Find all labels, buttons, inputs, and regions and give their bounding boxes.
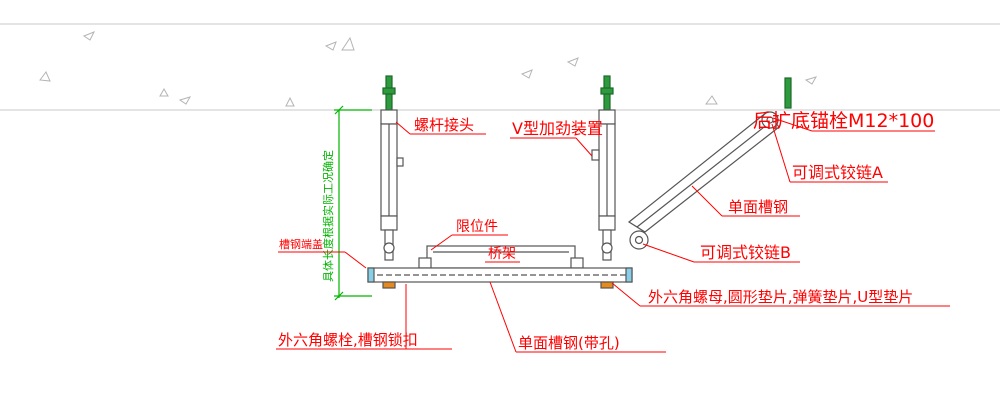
leader-lines xyxy=(276,117,950,353)
hinge-a-label: 可调式铰链A xyxy=(792,163,883,182)
end-cap-label: 槽钢端盖 xyxy=(279,237,323,251)
rod-joint-label: 螺杆接头 xyxy=(414,116,474,134)
middle-hanger xyxy=(591,75,616,261)
bolt-lock-label: 外六角螺栓,槽钢锁扣 xyxy=(278,331,418,349)
channel-holes-label: 单面槽钢(带孔) xyxy=(518,334,620,352)
component-labels: 螺杆接头 V型加劲装置 后扩底锚栓M12*100 可调式铰链A 单面槽钢 可调式… xyxy=(278,110,934,352)
v-brace-label: V型加劲装置 xyxy=(512,119,603,138)
hinge-b-label: 可调式铰链B xyxy=(700,243,791,262)
length-dimension xyxy=(334,105,372,301)
channel-single-label: 单面槽钢 xyxy=(728,198,788,216)
concrete-hatch xyxy=(39,31,818,107)
limiter-label: 限位件 xyxy=(456,219,498,235)
left-hanger xyxy=(380,75,404,261)
tray-label: 桥架 xyxy=(488,246,516,262)
bottom-channel xyxy=(367,267,633,289)
ceiling-lines xyxy=(0,23,1000,111)
nut-washers-label: 外六角螺母,圆形垫片,弹簧垫片,U型垫片 xyxy=(648,288,913,306)
diagonal-brace xyxy=(627,77,792,250)
length-note-label: 具体长度根据实际工况确定 xyxy=(321,150,335,282)
anchor-bolt-label: 后扩底锚栓M12*100 xyxy=(753,110,934,132)
